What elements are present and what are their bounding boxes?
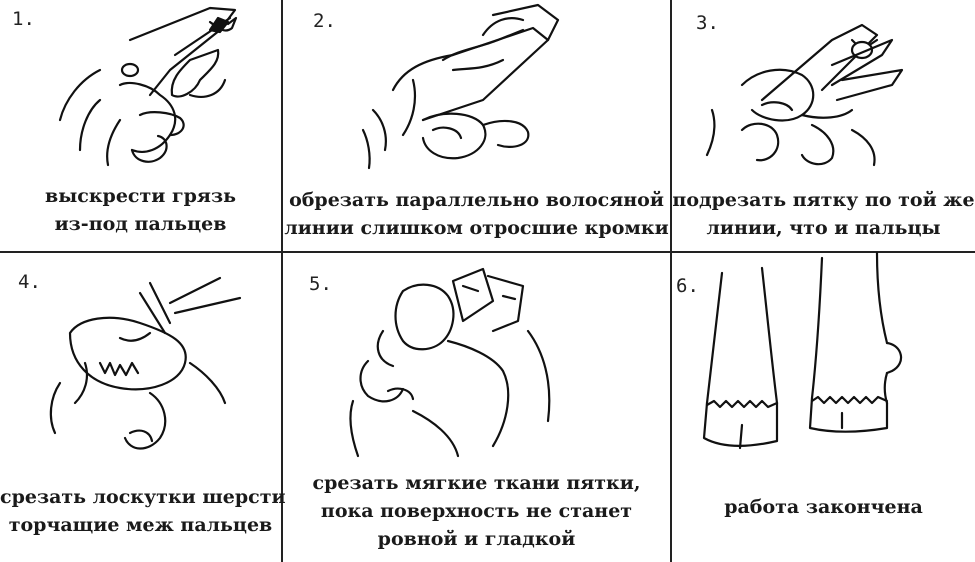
step-number: 3. (696, 12, 719, 34)
caption-line: подрезать пятку по той же (672, 189, 975, 211)
caption-line: линии слишком отросшие кромки (284, 217, 669, 239)
hand-with-knife-icon (705, 23, 904, 167)
divider-horizontal (0, 251, 975, 253)
hand-with-scissors-icon (49, 276, 242, 450)
step-caption: срезать мягкие ткани пятки, пока поверхн… (283, 469, 670, 553)
finished-hooves-icon (702, 251, 903, 450)
caption-line: выскрести грязь (45, 185, 236, 207)
caption-line: срезать лоскутки шерсти (0, 486, 286, 508)
panel-4: 4. срезать лоскутки шерсти торчащие меж … (0, 253, 286, 562)
panel-6: 6. работа закончена (672, 251, 975, 562)
step-caption: работа закончена (672, 493, 975, 521)
caption-line: пока поверхность не станет (320, 500, 633, 522)
step-caption: подрезать пятку по той же линии, что и п… (672, 186, 975, 242)
step-number: 6. (676, 275, 699, 297)
caption-line: ровной и гладкой (377, 528, 576, 550)
step-number: 2. (313, 10, 336, 32)
step-number: 1. (12, 8, 35, 30)
step-caption: выскрести грязь из-под пальцев (0, 182, 281, 238)
caption-line: линии, что и пальцы (706, 217, 941, 239)
step-caption: срезать лоскутки шерсти торчащие меж пал… (0, 483, 286, 539)
panel-2: 2. обрезать параллельно волосяной линии … (283, 0, 670, 251)
step-number: 4. (18, 271, 41, 293)
divider-vertical-1 (281, 0, 283, 562)
panel-1: 1. выскрести грязь из-под пальцев (0, 0, 281, 251)
hand-with-trimmer-icon (361, 3, 560, 170)
caption-line: обрезать параллельно волосяной (289, 189, 664, 211)
caption-line: срезать мягкие ткани пятки, (312, 472, 641, 494)
panel-3: 3. подрезать пятку по той же линии, что … (672, 0, 975, 251)
hand-holding-hoof-icon (349, 267, 551, 458)
panel-5: 5. срезать мягкие ткани пятки, пока пове… (283, 253, 670, 562)
step-caption: обрезать параллельно волосяной линии сли… (283, 186, 670, 242)
hand-with-clippers-icon (58, 6, 238, 167)
caption-line: работа закончена (724, 496, 923, 518)
caption-line: торчащие меж пальцев (8, 514, 273, 536)
step-number: 5. (309, 273, 332, 295)
divider-vertical-2 (670, 0, 672, 562)
caption-line: из-под пальцев (54, 213, 227, 235)
